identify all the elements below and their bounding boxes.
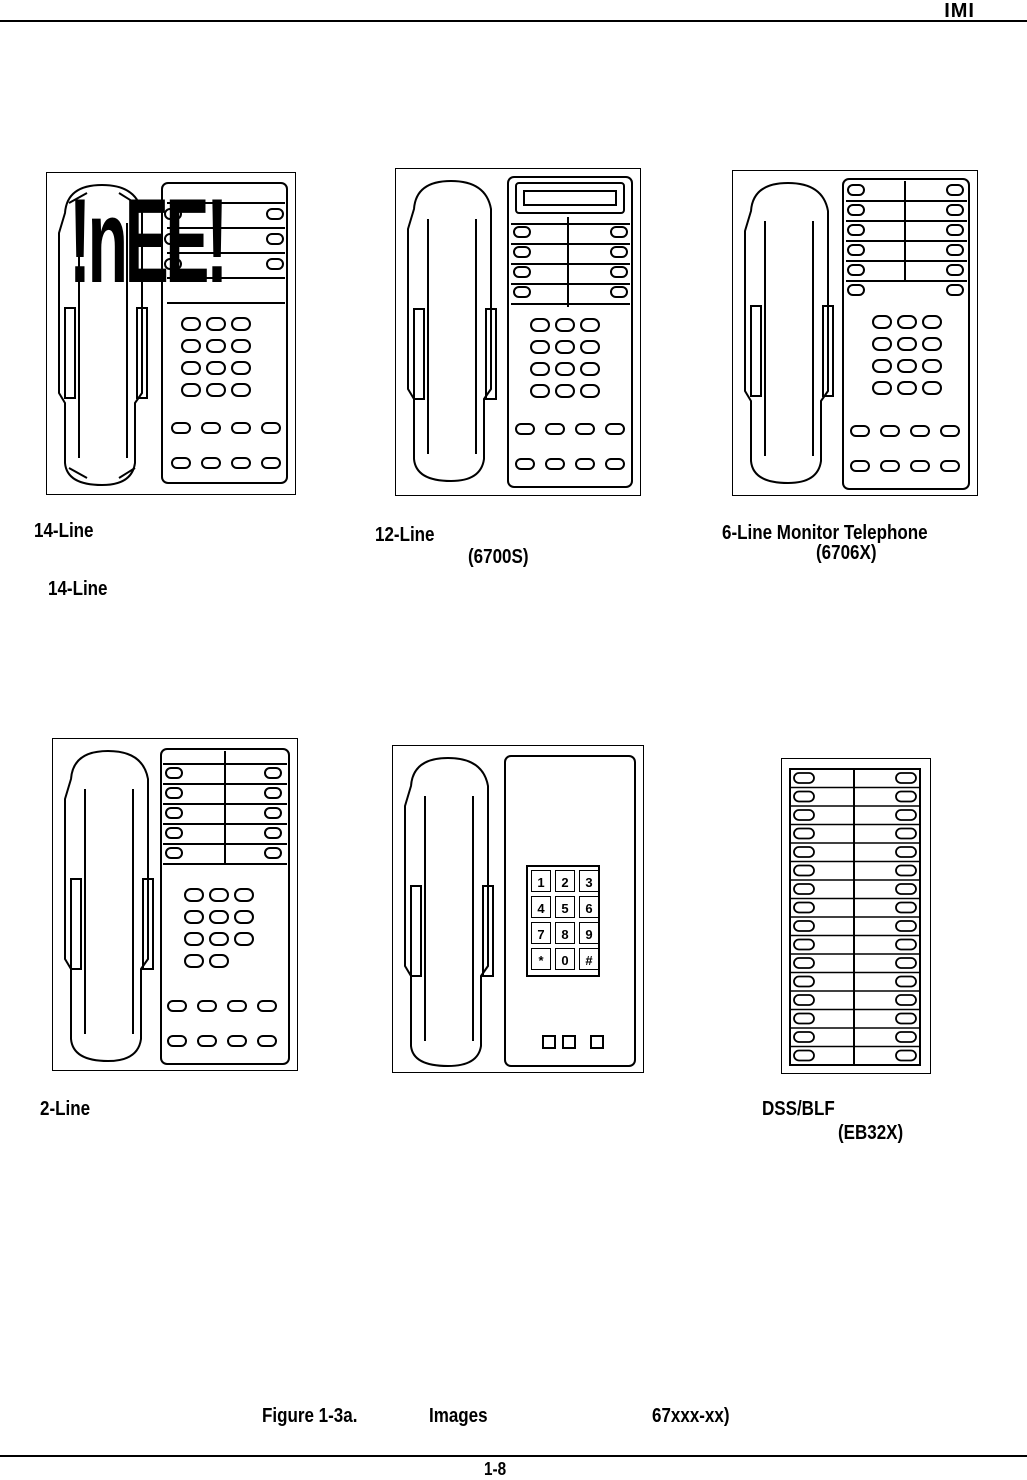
- caption-6-line-model: (6706X): [816, 542, 877, 564]
- keypad-key[interactable]: 6: [579, 896, 599, 918]
- dss-left-button: [793, 1012, 815, 1025]
- dss-left-button: [793, 883, 815, 895]
- keypad-key-label: 4: [537, 901, 545, 916]
- phone-single-line-figure: 1 2 3 4 5 6 7 8 9 * 0 #: [392, 745, 644, 1073]
- dss-left-button: [793, 994, 815, 1006]
- header-mark: IMI: [944, 0, 975, 22]
- dss-right-button: [895, 883, 917, 895]
- keypad-key-label: 1: [537, 875, 545, 890]
- keypad-key-label: 0: [561, 953, 569, 968]
- caption-dss-blf-model: (EB32X): [838, 1122, 904, 1144]
- dss-right-button: [895, 864, 917, 877]
- keypad-key-label: 7: [537, 927, 545, 942]
- keypad-key[interactable]: 2: [555, 870, 575, 892]
- phone-12-line-drawing: [407, 176, 633, 488]
- caption-12-line: 12-Line: [375, 524, 435, 546]
- dss-left-button: [793, 790, 815, 803]
- dss-left-button: [793, 1049, 815, 1062]
- dss-right-button: [895, 772, 917, 784]
- overlay-stamp: !nEE!: [69, 174, 228, 308]
- bottom-rule: [0, 1455, 1027, 1457]
- keypad: 1 2 3 4 5 6 7 8 9 * 0 #: [531, 870, 599, 970]
- dss-left-button: [793, 901, 815, 914]
- dss-right-button: [895, 957, 917, 969]
- keypad-key[interactable]: 9: [579, 922, 599, 944]
- top-rule: [0, 20, 1027, 22]
- dss-right-button: [895, 1031, 917, 1043]
- keypad-key[interactable]: 5: [555, 896, 575, 918]
- dss-right-button: [895, 1049, 917, 1062]
- page-number: 1-8: [484, 1459, 507, 1479]
- caption-12-line-model: (6700S): [468, 546, 529, 568]
- keypad-key-label: #: [585, 953, 593, 968]
- dss-right-button: [895, 901, 917, 914]
- dss-right-button: [895, 975, 917, 988]
- phone-12-line-figure: [395, 168, 641, 496]
- dss-left-button: [793, 772, 815, 784]
- dss-right-button: [895, 994, 917, 1006]
- dss-left-button: [793, 809, 815, 821]
- keypad-key[interactable]: 3: [579, 870, 599, 892]
- keypad-key-label: *: [538, 953, 544, 968]
- caption-6-line: 6-Line Monitor Telephone: [722, 522, 928, 544]
- phone-2-line-drawing: [64, 748, 290, 1065]
- keypad-key-label: 8: [561, 927, 569, 942]
- keypad-key-label: 9: [585, 927, 593, 942]
- dss-right-button: [895, 846, 917, 858]
- keypad-key[interactable]: 1: [531, 870, 551, 892]
- dss-blf-figure: [781, 758, 931, 1074]
- dss-left-button: [793, 864, 815, 877]
- phone-2-line-figure: [52, 738, 298, 1071]
- keypad-key-label: 2: [561, 875, 569, 890]
- caption-dss-blf: DSS/BLF: [762, 1098, 835, 1120]
- dss-right-button: [895, 920, 917, 932]
- figure-caption-label: Figure 1-3a.: [262, 1405, 358, 1427]
- caption-14-line: 14-Line: [34, 520, 94, 542]
- dss-left-button: [793, 920, 815, 932]
- phone-6-line-drawing: [744, 178, 970, 490]
- dss-right-button: [895, 1012, 917, 1025]
- dss-left-button: [793, 1031, 815, 1043]
- dss-right-button: [895, 938, 917, 951]
- keypad-key[interactable]: 4: [531, 896, 551, 918]
- keypad-key-label: 6: [585, 901, 593, 916]
- keypad-key-label: 5: [561, 901, 569, 916]
- dss-right-button: [895, 809, 917, 821]
- keypad-key[interactable]: *: [531, 948, 551, 970]
- keypad-key[interactable]: 7: [531, 922, 551, 944]
- dss-left-button: [793, 938, 815, 951]
- keypad-key-label: 3: [585, 875, 593, 890]
- caption-2-line: 2-Line: [40, 1098, 91, 1120]
- phone-14-line-drawing: [58, 182, 288, 487]
- dss-left-button: [793, 846, 815, 858]
- keypad-key[interactable]: #: [579, 948, 599, 970]
- dss-right-button: [895, 827, 917, 840]
- figure-caption-mid: Images: [429, 1405, 488, 1427]
- dss-blf-drawing: [789, 768, 921, 1066]
- phone-6-line-figure: [732, 170, 978, 496]
- keypad-key[interactable]: 0: [555, 948, 575, 970]
- caption-14-line-b: 14-Line: [48, 578, 108, 600]
- keypad-key[interactable]: 8: [555, 922, 575, 944]
- dss-left-button: [793, 827, 815, 840]
- phone-single-line-drawing: [404, 755, 636, 1068]
- dss-left-button: [793, 957, 815, 969]
- phone-14-line-figure: !nEE!: [46, 172, 296, 495]
- dss-right-button: [895, 790, 917, 803]
- figure-caption-end: 67xxx-xx): [652, 1405, 730, 1427]
- dss-left-button: [793, 975, 815, 988]
